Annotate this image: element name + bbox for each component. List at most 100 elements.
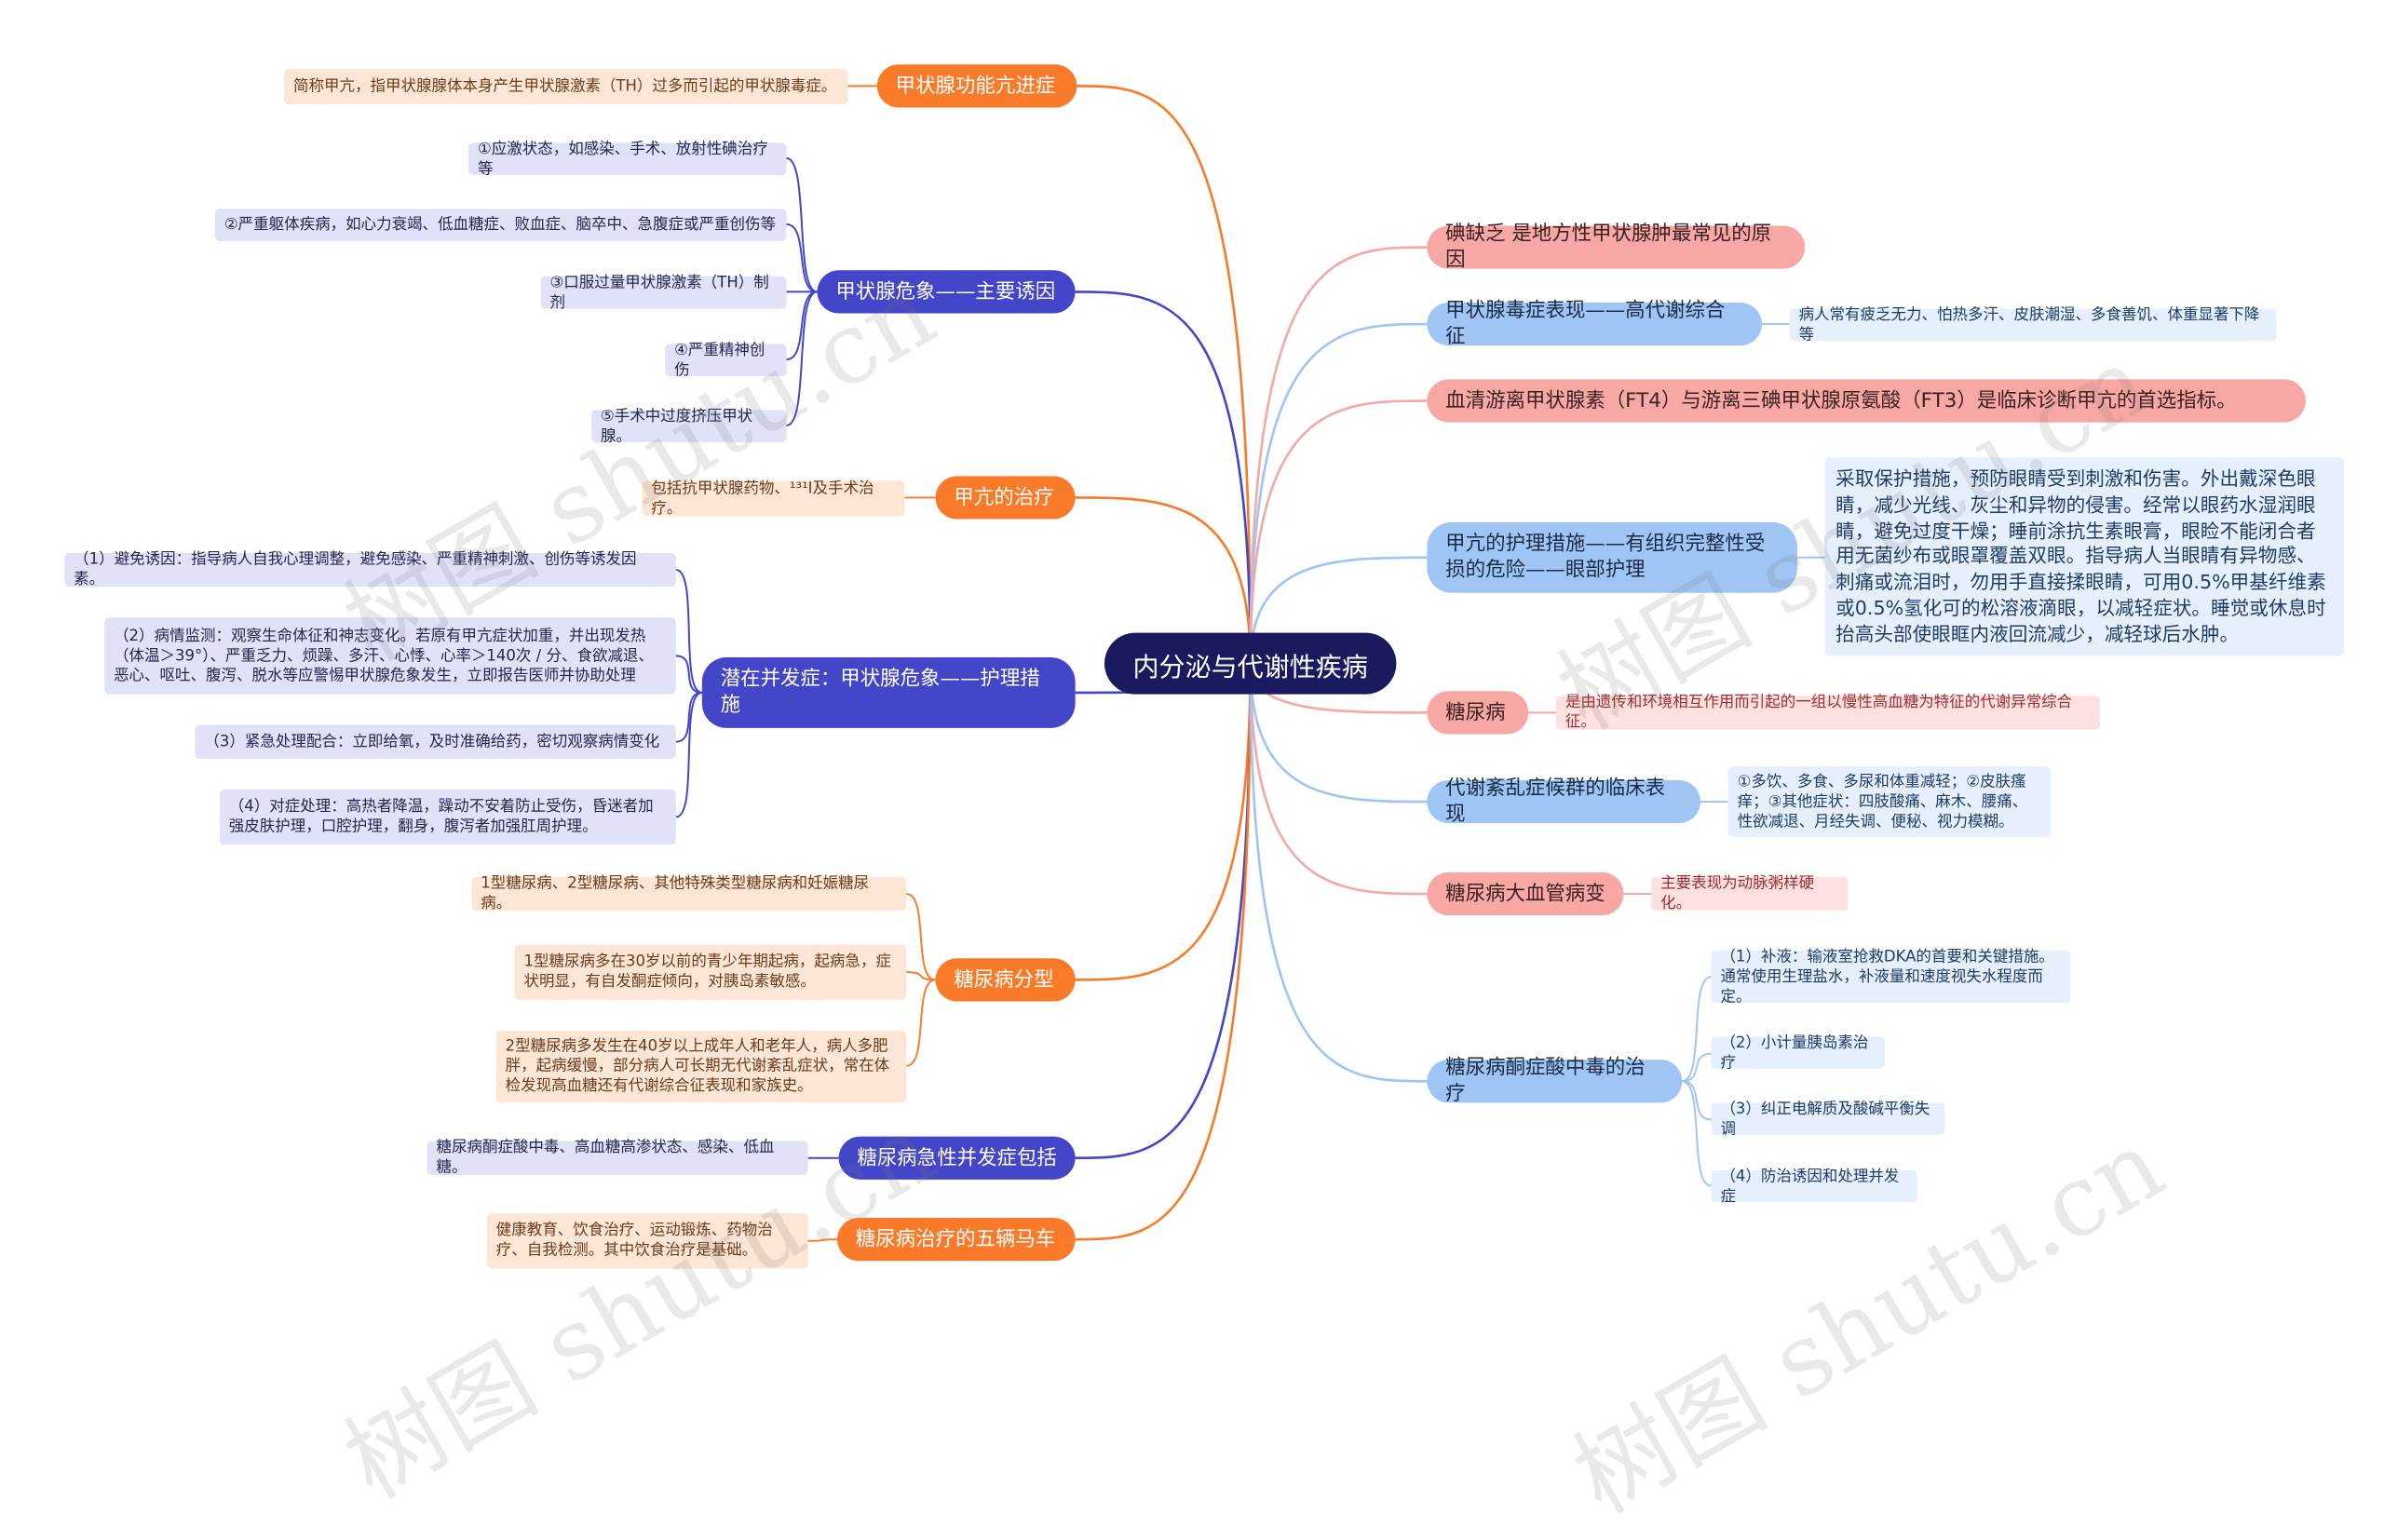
branch-ft4-ft3[interactable]: 血清游离甲状腺素（FT4）与游离三碘甲状腺原氨酸（FT3）是临床诊断甲亢的首选指… bbox=[1427, 379, 2306, 423]
detail-dka-4: （4）防治诱因和处理并发症 bbox=[1711, 1168, 1917, 1205]
link-five-0 bbox=[807, 1238, 837, 1242]
branch-label: 甲亢的护理措施——有组织完整性受损的危险——眼部护理 bbox=[1445, 533, 1766, 583]
link-crisis-4 bbox=[786, 290, 818, 426]
branch-label: 血清游离甲状腺素（FT4）与游离三碘甲状腺原氨酸（FT3）是临床诊断甲亢的首选指… bbox=[1445, 389, 2237, 412]
link-dka-2 bbox=[1682, 1080, 1712, 1121]
detail-diabetes-types-2: 1型糖尿病多在30岁以前的青少年期起病，起病急，症状明显，有自发酮症倾向，对胰岛… bbox=[514, 944, 907, 1000]
link-dka-3 bbox=[1681, 1080, 1712, 1187]
detail-text: 1型糖尿病、2型糖尿病、其他特殊类型糖尿病和妊娠糖尿病。 bbox=[481, 875, 870, 912]
detail-diabetes-five: 健康教育、饮食治疗、运动锻炼、药物治疗、自我检测。其中饮食治疗是基础。 bbox=[486, 1213, 808, 1269]
detail-text: 采取保护措施，预防眼睛受到刺激和伤害。外出戴深色眼睛，减少光线、灰尘和异物的侵害… bbox=[1835, 466, 2326, 645]
branch-diabetes[interactable]: 糖尿病 bbox=[1427, 691, 1529, 735]
detail-text: 是由遗传和环境相互作用而引起的一组以慢性高血糖为特征的代谢异常综合征。 bbox=[1564, 694, 2073, 732]
link-nursing-3 bbox=[675, 691, 703, 818]
branch-label: 糖尿病酮症酸中毒的治疗 bbox=[1445, 1056, 1646, 1106]
detail-nursing-3: （3）紧急处理配合：立即给氧，及时准确给药，密切观察病情变化 bbox=[195, 724, 676, 759]
root-link-right-6 bbox=[1249, 663, 1428, 896]
branch-label: 甲状腺危象——主要诱因 bbox=[835, 280, 1056, 304]
branch-label: 碘缺乏 是地方性甲状腺肿最常见的原因 bbox=[1445, 223, 1772, 272]
root-link-left-2 bbox=[1075, 496, 1253, 664]
detail-macrovascular: 主要表现为动脉粥样硬化。 bbox=[1651, 875, 1849, 912]
detail-hyper-treatment: 包括抗甲状腺药物、¹³¹I及手术治疗。 bbox=[642, 480, 905, 518]
detail-hyperthyroidism-def: 简称甲亢，指甲状腺腺体本身产生甲状腺激素（TH）过多而引起的甲状腺毒症。 bbox=[284, 69, 848, 105]
detail-text: ④严重精神创伤 bbox=[674, 342, 765, 379]
branch-label: 甲亢的治疗 bbox=[954, 486, 1054, 509]
branch-crisis-nursing[interactable]: 潜在并发症：甲状腺危象——护理措施 bbox=[701, 656, 1076, 728]
detail-crisis-cause-2: ②严重躯体疾病，如心力衰竭、低血糖症、败血症、脑卒中、急腹症或严重创伤等 bbox=[214, 209, 787, 241]
detail-text: （4）对症处理：高热者降温，躁动不安着防止受伤，昏迷者加强皮肤护理，口腔护理，翻… bbox=[228, 798, 654, 836]
link-nursing-2 bbox=[675, 691, 702, 743]
detail-text: （2）病情监测：观察生命体征和神志变化。若原有甲亢症状加重，并出现发热（体温＞3… bbox=[114, 627, 654, 684]
detail-text: 主要表现为动脉粥样硬化。 bbox=[1660, 875, 1815, 912]
detail-text: 病人常有疲乏无力、怕热多汗、皮肤潮湿、多食善饥、体重显著下降等 bbox=[1798, 306, 2260, 344]
detail-text: 糖尿病酮症酸中毒、高血糖高渗状态、感染、低血糖。 bbox=[436, 1139, 775, 1177]
detail-dka-3: （3）纠正电解质及酸碱平衡失调 bbox=[1711, 1101, 1945, 1137]
branch-macrovascular[interactable]: 糖尿病大血管病变 bbox=[1427, 871, 1624, 916]
branch-label: 潜在并发症：甲状腺危象——护理措施 bbox=[720, 668, 1040, 718]
detail-nursing-1: （1）避免诱因：指导病人自我心理调整，避免感染、严重精神刺激、创伤等诱发因素。 bbox=[64, 551, 676, 588]
detail-text: 简称甲亢，指甲状腺腺体本身产生甲状腺激素（TH）过多而引起的甲状腺毒症。 bbox=[293, 78, 837, 96]
root-link-right-5 bbox=[1249, 663, 1428, 804]
link-crisis-0 bbox=[786, 156, 818, 293]
branch-eye-care[interactable]: 甲亢的护理措施——有组织完整性受损的危险——眼部护理 bbox=[1427, 521, 1797, 593]
branch-diabetes-types[interactable]: 糖尿病分型 bbox=[935, 958, 1076, 1002]
branch-label: 糖尿病治疗的五辆马车 bbox=[855, 1227, 1056, 1251]
branch-label: 糖尿病 bbox=[1445, 700, 1506, 724]
root-link-left-1 bbox=[1075, 290, 1253, 664]
detail-eye-care: 采取保护措施，预防眼睛受到刺激和伤害。外出戴深色眼睛，减少光线、灰尘和异物的侵害… bbox=[1824, 457, 2345, 656]
detail-text: （1）补液：输液室抢救DKA的首要和关键措施。通常使用生理盐水，补液量和速度视失… bbox=[1720, 948, 2054, 1006]
root-link-right-0 bbox=[1249, 246, 1428, 664]
detail-dka-2: （2）小计量胰岛素治疗 bbox=[1711, 1034, 1885, 1072]
detail-nursing-4: （4）对症处理：高热者降温，躁动不安着防止受伤，昏迷者加强皮肤护理，口腔护理，翻… bbox=[219, 789, 676, 845]
branch-label: 糖尿病大血管病变 bbox=[1445, 882, 1605, 906]
detail-text: ②严重躯体疾病，如心力衰竭、低血糖症、败血症、脑卒中、急腹症或严重创伤等 bbox=[224, 216, 776, 234]
detail-metabolic: ①多饮、多食、多尿和体重减轻；②皮肤瘙痒；③其他症状：四肢酸痛、麻木、腰痛、性欲… bbox=[1727, 766, 2052, 837]
detail-text: 健康教育、饮食治疗、运动锻炼、药物治疗、自我检测。其中饮食治疗是基础。 bbox=[495, 1223, 773, 1260]
branch-label: 代谢紊乱症候群的临床表现 bbox=[1445, 777, 1666, 827]
branch-crisis-causes[interactable]: 甲状腺危象——主要诱因 bbox=[817, 270, 1076, 314]
branch-label: 糖尿病急性并发症包括 bbox=[857, 1146, 1057, 1170]
branch-thyrotoxicosis[interactable]: 甲状腺毒症表现——高代谢综合征 bbox=[1427, 300, 1762, 348]
branch-diabetes-five[interactable]: 糖尿病治疗的五辆马车 bbox=[836, 1218, 1076, 1262]
detail-dka-1: （1）补液：输液室抢救DKA的首要和关键措施。通常使用生理盐水，补液量和速度视失… bbox=[1711, 949, 2071, 1006]
detail-diabetes-types-3: 2型糖尿病多发生在40岁以上成年人和老年人，病人多肥胖，起病缓慢，部分病人可长期… bbox=[495, 1030, 907, 1103]
root-link-right-7 bbox=[1249, 663, 1428, 1083]
detail-text: 1型糖尿病多在30岁以前的青少年期起病，起病急，症状明显，有自发酮症倾向，对胰岛… bbox=[523, 953, 891, 991]
link-crisis-1 bbox=[786, 223, 818, 293]
branch-dka[interactable]: 糖尿病酮症酸中毒的治疗 bbox=[1427, 1057, 1683, 1106]
mind-map-canvas: 内分泌与代谢性疾病 甲状腺功能亢进症 简称甲亢，指甲状腺腺体本身产生甲状腺激素（… bbox=[64, 64, 2345, 1536]
detail-text: 包括抗甲状腺药物、¹³¹I及手术治疗。 bbox=[651, 480, 874, 518]
root-label: 内分泌与代谢性疾病 bbox=[1132, 652, 1368, 683]
branch-hyperthyroidism[interactable]: 甲状腺功能亢进症 bbox=[876, 64, 1077, 108]
root-link-right-1 bbox=[1249, 322, 1428, 664]
detail-text: （4）防治诱因和处理并发症 bbox=[1720, 1168, 1900, 1206]
link-dka-1 bbox=[1682, 1052, 1712, 1083]
link-nursing-1 bbox=[675, 655, 702, 694]
detail-text: ⑤手术中过度挤压甲状腺。 bbox=[600, 407, 753, 445]
branch-label: 甲状腺毒症表现——高代谢综合征 bbox=[1445, 299, 1726, 349]
root-link-left-4 bbox=[1075, 663, 1253, 981]
branch-metabolic[interactable]: 代谢紊乱症候群的临床表现 bbox=[1427, 777, 1700, 826]
link-nursing-0 bbox=[675, 568, 703, 694]
branch-hyper-treatment[interactable]: 甲亢的治疗 bbox=[935, 476, 1076, 520]
detail-crisis-cause-1: ①应激状态，如感染、手术、放射性碘治疗等 bbox=[468, 141, 787, 178]
branch-label: 甲状腺功能亢进症 bbox=[895, 74, 1056, 98]
detail-nursing-2: （2）病情监测：观察生命体征和神志变化。若原有甲亢症状加重，并出现发热（体温＞3… bbox=[104, 617, 676, 695]
detail-crisis-cause-4: ④严重精神创伤 bbox=[665, 342, 787, 379]
detail-crisis-cause-3: ③口服过量甲状腺激素（TH）制剂 bbox=[540, 274, 787, 311]
branch-label: 糖尿病分型 bbox=[954, 968, 1054, 992]
root-link-right-3 bbox=[1249, 556, 1428, 664]
branch-iodine[interactable]: 碘缺乏 是地方性甲状腺肿最常见的原因 bbox=[1427, 223, 1806, 272]
detail-text: （2）小计量胰岛素治疗 bbox=[1720, 1033, 1869, 1072]
detail-diabetes-acute: 糖尿病酮症酸中毒、高血糖高渗状态、感染、低血糖。 bbox=[427, 1139, 808, 1177]
link-crisis-3 bbox=[786, 290, 818, 360]
detail-diabetes-types-1: 1型糖尿病、2型糖尿病、其他特殊类型糖尿病和妊娠糖尿病。 bbox=[471, 875, 907, 912]
root-node[interactable]: 内分泌与代谢性疾病 bbox=[1104, 632, 1397, 695]
root-link-right-2 bbox=[1249, 399, 1428, 664]
detail-text: （1）避免诱因：指导病人自我心理调整，避免感染、严重精神刺激、创伤等诱发因素。 bbox=[74, 551, 637, 588]
branch-diabetes-acute[interactable]: 糖尿病急性并发症包括 bbox=[838, 1136, 1076, 1180]
detail-text: ①多饮、多食、多尿和体重减轻；②皮肤瘙痒；③其他症状：四肢酸痛、麻木、腰痛、性欲… bbox=[1737, 773, 2028, 831]
link-dmtypes-2 bbox=[905, 979, 936, 1067]
root-link-left-5 bbox=[1075, 663, 1253, 1160]
detail-text: ③口服过量甲状腺激素（TH）制剂 bbox=[549, 274, 769, 312]
